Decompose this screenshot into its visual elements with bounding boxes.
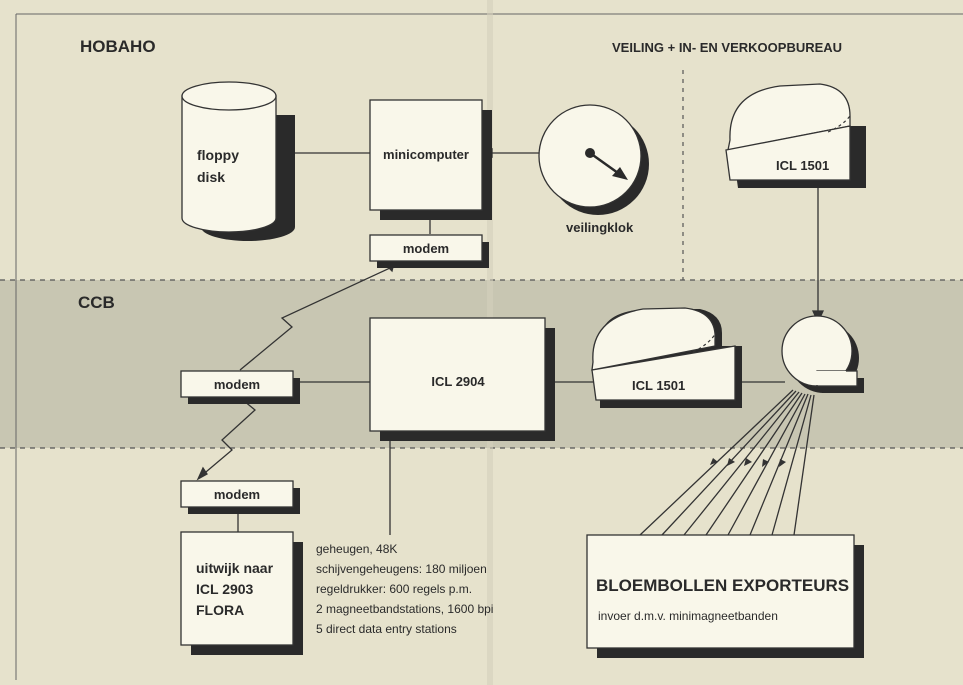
modem-top-label: modem (403, 241, 449, 256)
exporter-arrows (639, 389, 815, 536)
exporteurs-box (586, 534, 855, 649)
exporteurs-subtitle: invoer d.m.v. minimagneetbanden (598, 609, 778, 623)
modem-left-box (180, 370, 294, 398)
terminal-mid-icon (591, 307, 742, 408)
minicomputer-box (369, 99, 483, 211)
exporteurs-title: BLOEMBOLLEN EXPORTEURS (596, 576, 849, 595)
terminal-top-icon (725, 83, 866, 188)
icl1501-mid-label: ICL 1501 (632, 378, 685, 393)
minicomputer-label: minicomputer (383, 147, 469, 162)
spec-line-5: 5 direct data entry stations (316, 622, 457, 636)
uitwijk-line-3: FLORA (196, 602, 244, 618)
floppy-label-2: disk (197, 169, 225, 185)
arrow-zigzag-bottom (196, 466, 208, 481)
floppy-disk-icon (181, 81, 295, 241)
section-hobaho: HOBAHO (80, 37, 156, 56)
zigzag-bottom (199, 395, 256, 478)
auction-clock-icon (538, 104, 649, 215)
floppy-label-1: floppy (197, 147, 239, 163)
magnetic-tape-icon (781, 315, 864, 393)
modem-bottom-label: modem (214, 487, 260, 502)
modem-left-label: modem (214, 377, 260, 392)
exporter-arrowheads (710, 458, 786, 467)
uitwijk-line-1: uitwijk naar (196, 560, 274, 576)
icl2904-label: ICL 2904 (431, 374, 485, 389)
section-ccb: CCB (78, 293, 115, 312)
icl2904-box (369, 317, 546, 432)
veilingklok-label: veilingklok (566, 220, 634, 235)
uitwijk-box (180, 531, 294, 646)
uitwijk-line-2: ICL 2903 (196, 581, 254, 597)
spec-line-2: schijvengeheugens: 180 miljoen (316, 562, 487, 576)
section-veiling: VEILING + IN- EN VERKOOPBUREAU (612, 40, 842, 55)
icl1501-top-label: ICL 1501 (776, 158, 829, 173)
modem-top-box (369, 234, 483, 262)
spec-line-3: regeldrukker: 600 regels p.m. (316, 582, 472, 596)
modem-bottom-box (180, 480, 294, 508)
spec-line-4: 2 magneetbandstations, 1600 bpi (316, 602, 493, 616)
spec-line-1: geheugen, 48K (316, 542, 397, 556)
